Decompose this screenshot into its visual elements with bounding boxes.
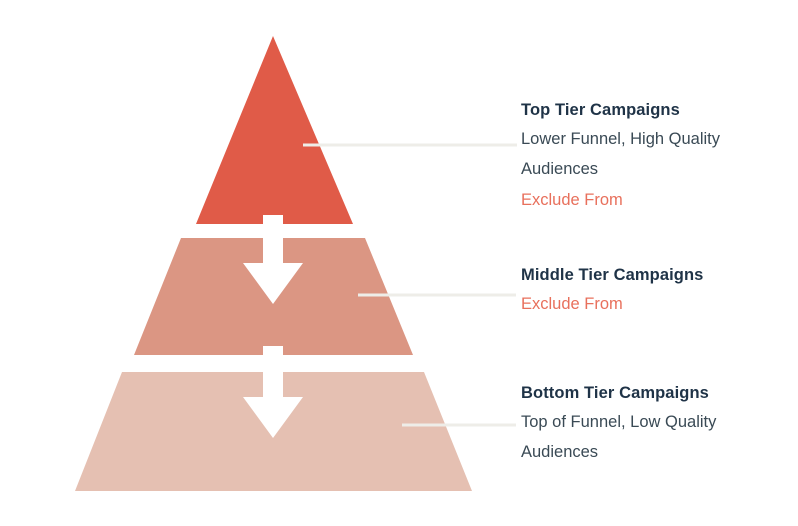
tier-shape-middle[interactable]: [134, 238, 413, 355]
callout-heading-top: Top Tier Campaigns: [521, 101, 680, 119]
callout-heading-middle: Middle Tier Campaigns: [521, 266, 704, 284]
callout-description-line2-bottom: Audiences: [521, 443, 599, 462]
callout-description-line1-top: Lower Funnel, High Quality: [521, 129, 721, 148]
tier-shape-bottom[interactable]: [75, 372, 472, 491]
callout-description-line2-top: Audiences: [521, 160, 599, 179]
callout-bottom-tier: Bottom Tier Campaigns Top of Funnel, Low…: [521, 381, 783, 468]
callout-middle-tier: Middle Tier Campaigns Exclude From: [521, 263, 783, 319]
callout-action-middle[interactable]: Exclude From: [521, 294, 623, 313]
callout-heading-bottom: Bottom Tier Campaigns: [521, 384, 709, 402]
tier-shape-top[interactable]: [196, 36, 353, 224]
callout-top-tier: Top Tier Campaigns Lower Funnel, High Qu…: [521, 98, 783, 215]
callout-action-top[interactable]: Exclude From: [521, 190, 623, 209]
callout-description-line1-bottom: Top of Funnel, Low Quality: [521, 412, 717, 431]
